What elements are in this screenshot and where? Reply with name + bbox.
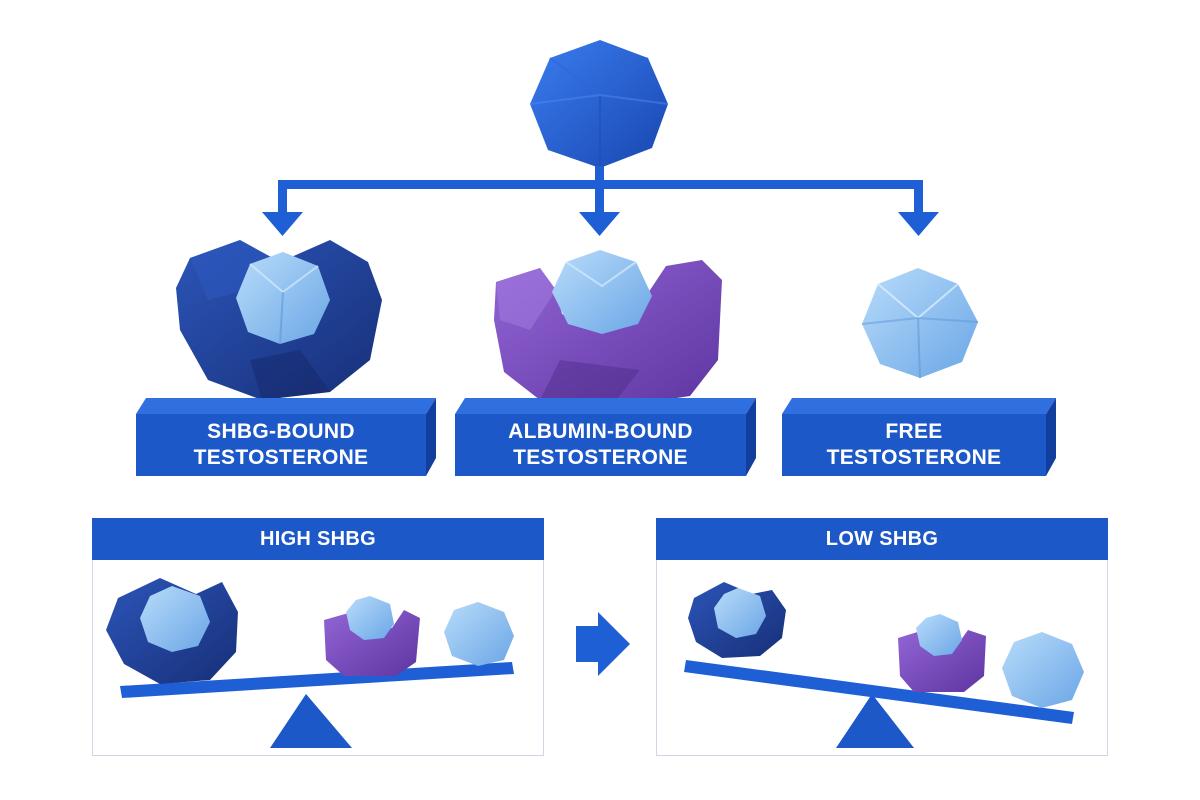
testosterone-molecule-icon xyxy=(529,40,669,168)
high-shbg-scene xyxy=(106,578,514,748)
seesaw-plank xyxy=(684,660,1074,724)
label-free-line2: TESTOSTERONE xyxy=(826,446,1002,469)
branch-arrows xyxy=(262,166,939,236)
label-free-line1: FREE xyxy=(885,420,943,443)
label-albumin-line1: ALBUMIN-BOUND xyxy=(508,420,693,443)
high-shbg-panel-title: HIGH SHBG xyxy=(92,518,544,560)
label-free: FREE TESTOSTERONE xyxy=(782,414,1046,476)
seesaw-fulcrum-icon xyxy=(836,694,914,748)
label-albumin-bound: ALBUMIN-BOUND TESTOSTERONE xyxy=(455,414,746,476)
low-shbg-scene xyxy=(684,582,1084,748)
arrow-right-icon xyxy=(576,612,630,676)
free-testosterone-icon xyxy=(861,268,979,379)
label-shbg-line2: TESTOSTERONE xyxy=(193,446,369,469)
albumin-bound-molecule-icon xyxy=(494,250,722,408)
label-albumin-line2: TESTOSTERONE xyxy=(513,446,688,469)
seesaw-plank xyxy=(120,662,514,698)
label-shbg-line1: SHBG-BOUND xyxy=(207,420,355,443)
shbg-bound-molecule-icon xyxy=(176,240,382,400)
label-shbg-bound: SHBG-BOUND TESTOSTERONE xyxy=(136,414,426,476)
seesaw-fulcrum-icon xyxy=(270,694,352,748)
label-block-shading xyxy=(136,398,1056,476)
low-shbg-panel-title: LOW SHBG xyxy=(656,518,1108,560)
